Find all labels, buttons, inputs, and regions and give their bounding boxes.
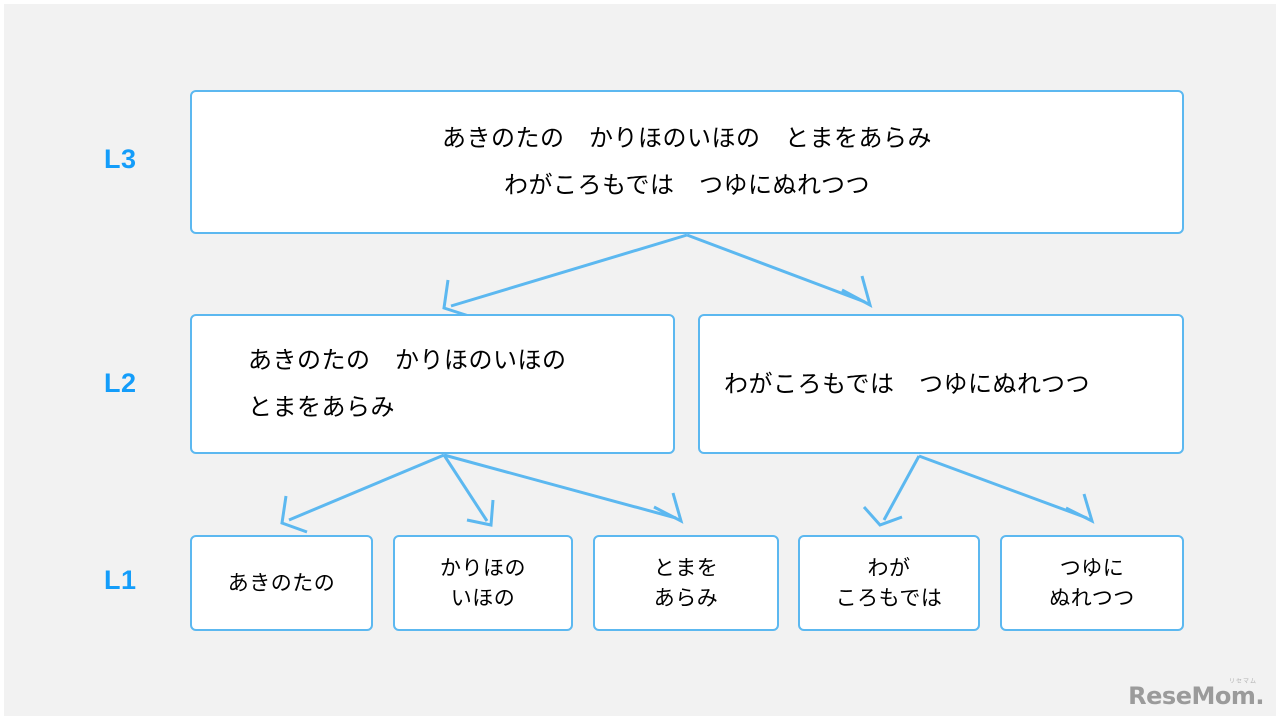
- node-l2-left[interactable]: あきのたの かりほのいほの とまをあらみ: [190, 314, 675, 454]
- arrow-l2-left-to-l1-3: [443, 453, 684, 524]
- watermark-ruby: リセマム: [1228, 678, 1257, 685]
- node-l2-left-text: あきのたの かりほのいほの とまをあらみ: [248, 346, 567, 421]
- node-l2-right-text: わがころもでは つゆにぬれつつ: [724, 369, 1091, 398]
- node-l1-1[interactable]: あきのたの: [190, 535, 373, 631]
- arrow-l2-right-to-l1-4: [862, 455, 921, 527]
- watermark-text: ReseMom.: [1128, 682, 1264, 710]
- node-l3[interactable]: あきのたの かりほのいほの とまをあらみ わがころもでは つゆにぬれつつ: [190, 90, 1184, 234]
- level-label-l3: L3: [104, 144, 137, 174]
- node-l1-2-text: かりほの いほの: [440, 556, 526, 610]
- level-label-l1: L1: [104, 565, 137, 595]
- node-l1-5[interactable]: つゆに ぬれつつ: [1000, 535, 1184, 631]
- arrow-l2-left-to-l1-1: [280, 453, 445, 534]
- node-l1-1-text: あきのたの: [227, 571, 336, 595]
- node-l1-5-text: つゆに ぬれつつ: [1049, 556, 1135, 610]
- node-l1-4-text: わが ころもでは: [835, 556, 943, 610]
- arrow-l2-left-to-l1-2: [442, 454, 495, 527]
- slide-canvas: L3 L2 L1: [4, 4, 1276, 716]
- node-l1-3[interactable]: とまを あらみ: [593, 535, 779, 631]
- node-l3-text: あきのたの かりほのいほの とまをあらみ わがころもでは つゆにぬれつつ: [442, 124, 932, 199]
- level-label-l2: L2: [104, 368, 137, 398]
- node-l1-4[interactable]: わが ころもでは: [798, 535, 980, 631]
- resemom-watermark: リセマム ReseMom.: [1128, 676, 1264, 708]
- arrow-l3-to-l2-right: [686, 233, 873, 308]
- node-l1-3-text: とまを あらみ: [653, 556, 719, 610]
- arrow-l3-to-l2-left: [442, 233, 688, 319]
- arrow-l2-right-to-l1-5: [918, 454, 1095, 524]
- node-l2-right[interactable]: わがころもでは つゆにぬれつつ: [698, 314, 1184, 454]
- node-l1-2[interactable]: かりほの いほの: [393, 535, 573, 631]
